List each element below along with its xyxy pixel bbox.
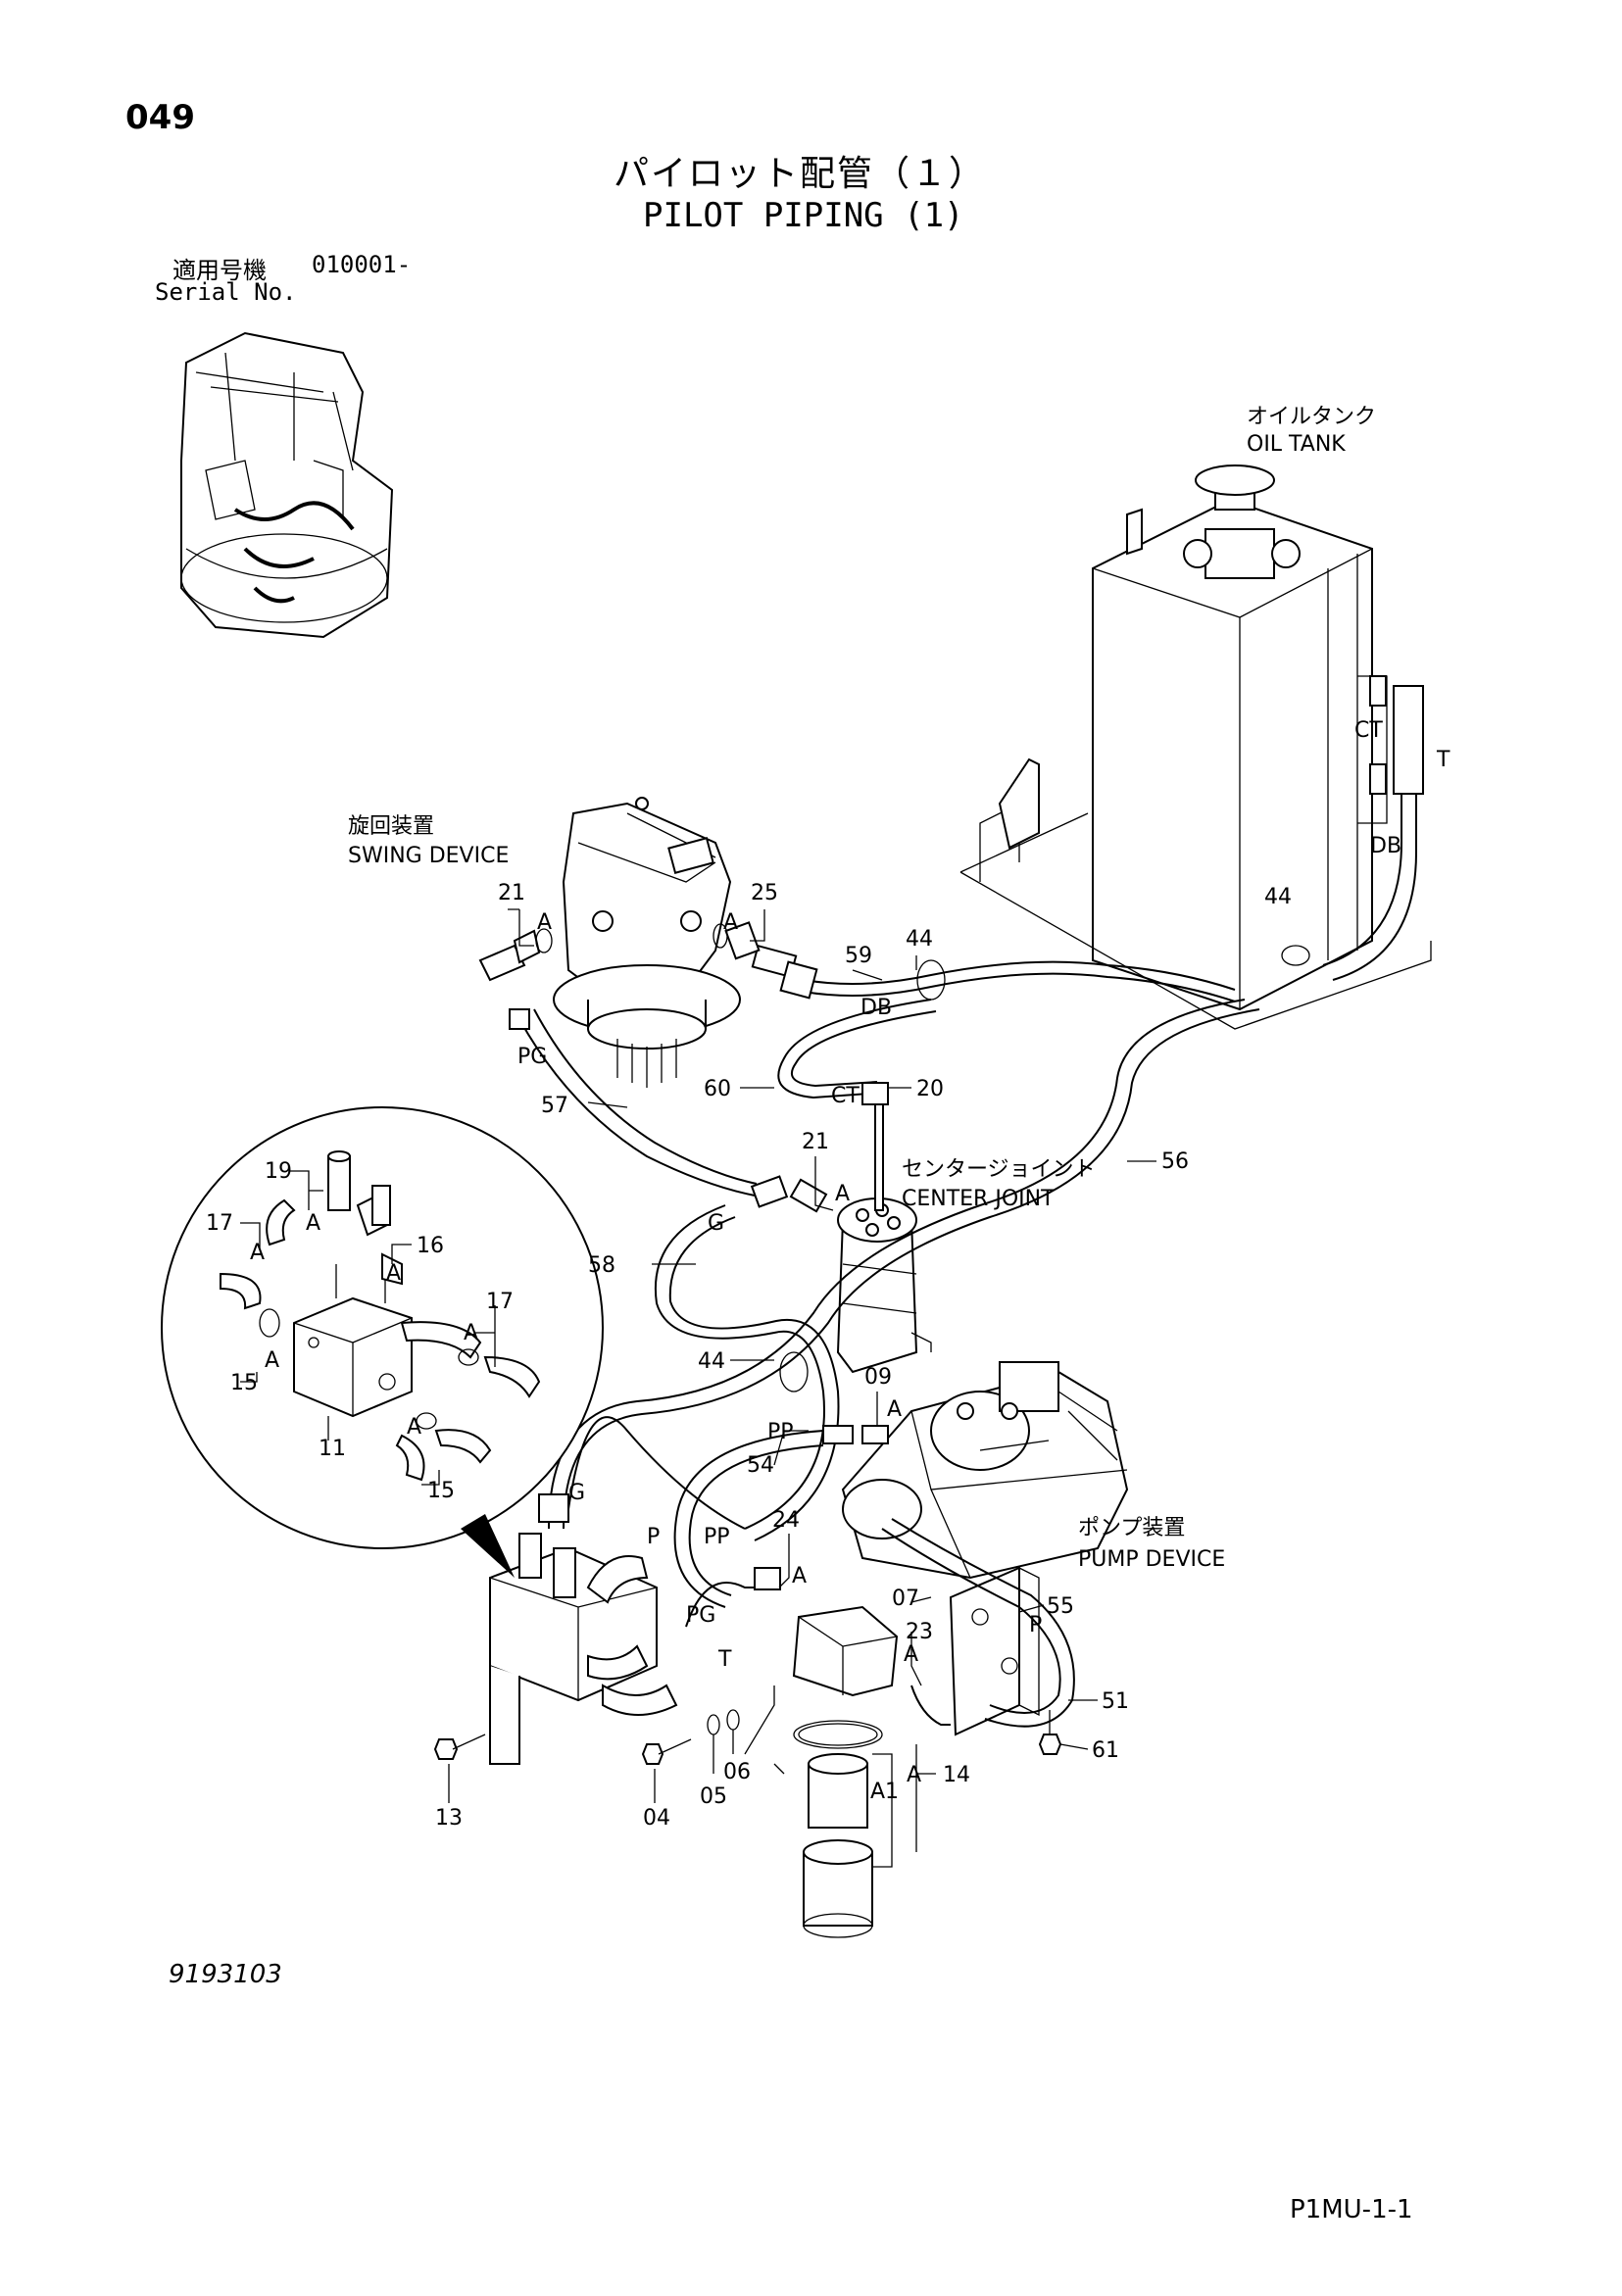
- callout-51: 51: [1102, 1689, 1129, 1714]
- callout-55: 55: [1047, 1594, 1074, 1619]
- callout-60: 60: [704, 1077, 731, 1101]
- callout-15-left: 15: [230, 1371, 258, 1395]
- port-label-ct-tank: CT: [1354, 718, 1383, 743]
- callout-16: 16: [417, 1234, 444, 1258]
- callout-54: 54: [747, 1453, 774, 1478]
- port-label-a-center: A: [835, 1182, 850, 1206]
- pilot-valve-block: [489, 1533, 678, 1765]
- oil-tank: [959, 464, 1432, 1030]
- callout-20: 20: [916, 1077, 944, 1101]
- swing-fittings: [478, 921, 828, 1213]
- port-label-p-valve: P: [647, 1525, 660, 1549]
- port-label-t-tank: T: [1436, 748, 1450, 772]
- serial-value: 010001-: [312, 251, 412, 278]
- callout-44-top: 44: [906, 927, 933, 952]
- port-label-db-tank: DB: [1370, 834, 1401, 858]
- port-label-a-element: A: [907, 1763, 921, 1787]
- callout-23: 23: [906, 1620, 933, 1644]
- swing-device: [553, 797, 741, 1088]
- callout-04: 04: [643, 1806, 670, 1831]
- port-label-a-detail-4: A: [464, 1321, 478, 1345]
- callout-21-swing: 21: [498, 881, 525, 905]
- oil-tank-label-jp: オイルタンク: [1247, 405, 1376, 429]
- drawing-number: 9193103: [169, 1960, 282, 1989]
- detail-callout: [161, 1106, 604, 1578]
- callout-21-center: 21: [802, 1130, 829, 1154]
- port-label-pp-pump: PP: [767, 1420, 794, 1444]
- callout-25: 25: [751, 881, 778, 905]
- port-label-p-pump: P: [1029, 1613, 1042, 1637]
- callout-44-tank: 44: [1264, 885, 1292, 909]
- serial-label-en: Serial No.: [155, 278, 297, 306]
- callout-17-right: 17: [486, 1290, 514, 1314]
- port-label-a-filter-2: A: [904, 1642, 918, 1667]
- port-label-a1: A1: [870, 1780, 899, 1804]
- callout-56: 56: [1161, 1149, 1189, 1174]
- oil-tank-label-en: OIL TANK: [1247, 432, 1346, 457]
- port-label-ct: CT: [831, 1084, 860, 1108]
- callout-59: 59: [845, 944, 872, 968]
- swing-device-label-jp: 旋回装置: [348, 814, 434, 839]
- port-label-a-detail-5: A: [265, 1348, 279, 1373]
- port-label-pg-valve: PG: [686, 1603, 715, 1628]
- pump-device-label-en: PUMP DEVICE: [1078, 1547, 1225, 1572]
- callout-11: 11: [319, 1437, 346, 1461]
- port-label-a-detail-1: A: [306, 1211, 320, 1236]
- port-label-pg-swing: PG: [517, 1045, 547, 1069]
- port-label-a-pump: A: [887, 1397, 902, 1422]
- callout-06: 06: [723, 1760, 751, 1784]
- pump-device: [841, 1361, 1129, 1580]
- leader-lines: [240, 908, 1156, 1868]
- page-title-jp: パイロット配管（１）: [614, 154, 987, 194]
- port-label-pp-valve: PP: [704, 1525, 730, 1549]
- callout-58: 58: [588, 1253, 615, 1278]
- port-label-g-top: G: [708, 1211, 724, 1236]
- callout-13: 13: [435, 1806, 463, 1831]
- port-label-db: DB: [860, 996, 892, 1020]
- page-number: 049: [125, 98, 195, 137]
- port-label-a-detail-2: A: [250, 1241, 265, 1265]
- serial-label-jp: 適用号機: [172, 257, 267, 284]
- machine-overview-thumbnail: [180, 331, 394, 639]
- callout-05: 05: [700, 1784, 727, 1809]
- callout-19: 19: [265, 1159, 292, 1184]
- callout-44-mid: 44: [698, 1349, 725, 1374]
- callout-14: 14: [943, 1763, 970, 1787]
- port-label-a-detail-6: A: [407, 1415, 421, 1440]
- center-joint-label-en: CENTER JOINT: [902, 1187, 1055, 1211]
- callout-61: 61: [1092, 1738, 1119, 1763]
- center-joint: [836, 1087, 932, 1374]
- callout-57: 57: [541, 1094, 568, 1118]
- center-joint-label-jp: センタージョイント: [902, 1157, 1096, 1182]
- port-label-t-valve: T: [717, 1647, 732, 1672]
- port-label-a-swing-left: A: [537, 910, 552, 935]
- port-label-a-detail-3: A: [386, 1261, 401, 1286]
- port-label-g-valve: G: [568, 1481, 585, 1505]
- callout-09: 09: [864, 1365, 892, 1390]
- callout-15-bottom: 15: [427, 1479, 455, 1503]
- callout-24: 24: [772, 1508, 800, 1533]
- callout-07: 07: [892, 1587, 919, 1611]
- hose-routing: [494, 944, 1260, 1728]
- page-code: P1MU-1-1: [1290, 2195, 1413, 2224]
- port-label-a-filter: A: [792, 1564, 807, 1588]
- pilot-filter: [744, 1605, 899, 1938]
- callout-17-left: 17: [206, 1211, 233, 1236]
- pump-device-label-jp: ポンプ装置: [1078, 1516, 1185, 1540]
- swing-device-label-en: SWING DEVICE: [348, 844, 509, 868]
- page-title-en: PILOT PIPING (1): [643, 196, 964, 235]
- port-label-a-swing-right: A: [723, 910, 738, 935]
